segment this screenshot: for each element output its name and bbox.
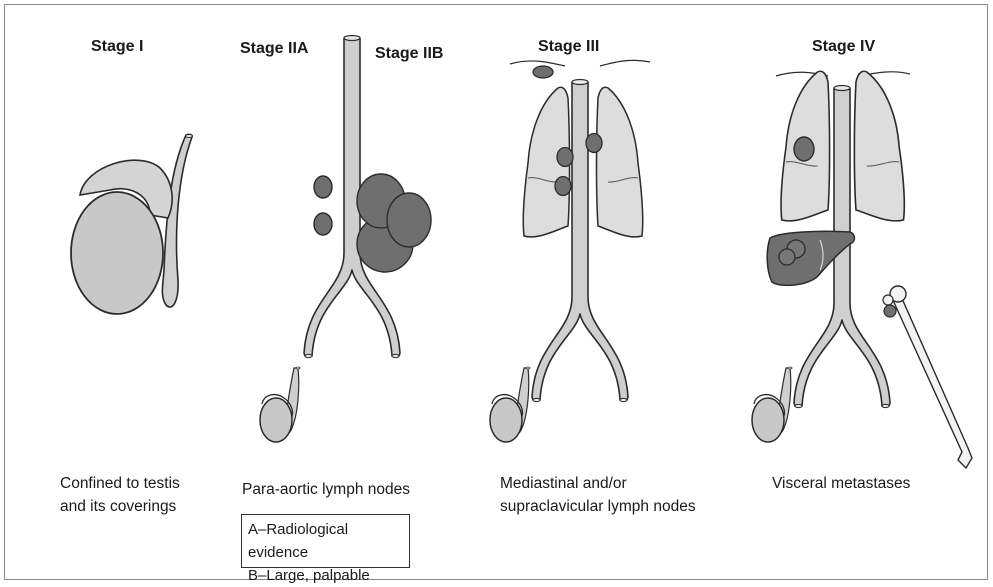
stage-2b-title: Stage IIB	[375, 45, 443, 63]
stage-1-title: Stage I	[91, 38, 143, 56]
stage-2-caption: Para-aortic lymph nodes	[242, 478, 410, 501]
caption-line: Confined to testis	[60, 472, 180, 495]
stage2-lymph-nodes	[314, 174, 431, 272]
stage4-lung-metastasis	[794, 137, 814, 161]
caption-line: Para-aortic lymph nodes	[242, 478, 410, 501]
stage4-femur-metastasis	[883, 286, 972, 468]
stage-3-title: Stage III	[538, 38, 599, 56]
legend-box: A–Radiological evidence B–Large, palpabl…	[241, 514, 410, 568]
caption-line: Mediastinal and/or	[500, 472, 696, 495]
stage-4-caption: Visceral metastases	[772, 472, 910, 495]
stage1-testis	[71, 134, 193, 314]
stage-3-caption: Mediastinal and/or supraclavicular lymph…	[500, 472, 696, 518]
caption-line: supraclavicular lymph nodes	[500, 495, 696, 518]
stage2-testis	[260, 367, 300, 442]
stage3-testis	[490, 367, 530, 442]
caption-line: Visceral metastases	[772, 472, 910, 495]
legend-line-b: B–Large, palpable	[248, 564, 403, 587]
stage-1-caption: Confined to testis and its coverings	[60, 472, 180, 518]
stage-4-title: Stage IV	[812, 38, 875, 56]
legend-line-a: A–Radiological evidence	[248, 518, 403, 564]
caption-line: and its coverings	[60, 495, 180, 518]
stage4-testis	[752, 367, 792, 442]
stage-2a-title: Stage IIA	[240, 40, 308, 58]
